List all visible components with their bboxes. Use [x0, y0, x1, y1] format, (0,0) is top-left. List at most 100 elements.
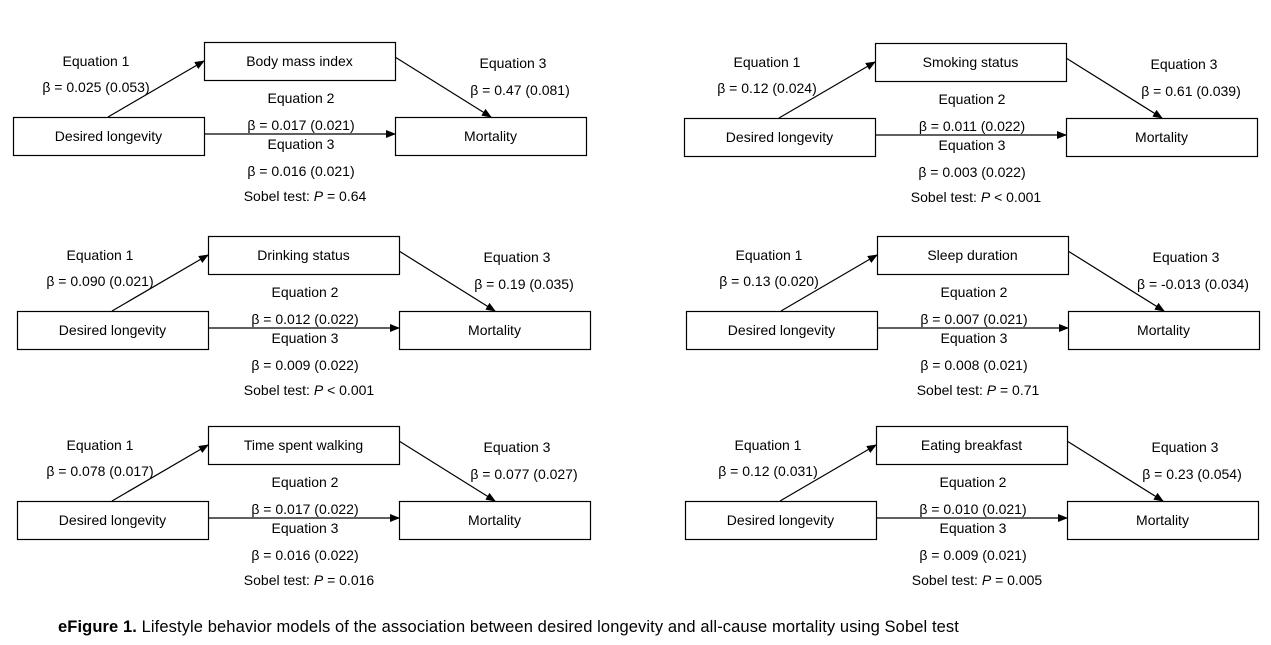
sobel-test: Sobel test: P = 0.71 — [917, 382, 1040, 398]
mediator-box — [874, 42, 1068, 83]
outcome-label: Mortality — [1136, 512, 1189, 528]
equation-3-beta: β = 0.61 (0.039) — [1141, 83, 1241, 99]
path-a-arrow — [780, 254, 878, 312]
sobel-p-symbol: P — [982, 572, 992, 588]
equation-1-beta: β = 0.12 (0.031) — [718, 463, 818, 479]
outcome-box — [1065, 117, 1259, 158]
sobel-p-symbol: P — [314, 382, 324, 398]
exposure-label: Desired longevity — [59, 512, 166, 528]
mediation-panel: Desired longevity Eating breakfastMortali… — [684, 425, 1260, 588]
outcome-box — [398, 500, 592, 541]
equation-1-label: Equation 1 — [67, 247, 134, 263]
sobel-test: Sobel test: P = 0.016 — [244, 572, 375, 588]
equation-3-label: Equation 3 — [484, 249, 551, 265]
equation-3-label: Equation 3 — [1153, 249, 1220, 265]
path-a-arrow — [111, 444, 209, 502]
path-a-arrow — [107, 60, 205, 118]
path-a-arrow — [111, 254, 209, 312]
equation-3-direct-beta: β = 0.008 (0.021) — [920, 357, 1027, 373]
path-b-arrow — [1065, 57, 1163, 119]
sobel-test: Sobel test: P < 0.001 — [244, 382, 375, 398]
equation-2-beta: β = 0.007 (0.021) — [920, 311, 1027, 327]
sobel-value: = 0.71 — [996, 382, 1039, 398]
equation-1-label: Equation 1 — [63, 53, 130, 69]
equation-3-beta: β = 0.47 (0.081) — [470, 82, 570, 98]
exposure-label: Desired longevity — [728, 322, 835, 338]
outcome-label: Mortality — [468, 512, 521, 528]
sobel-value: < 0.001 — [990, 189, 1041, 205]
sobel-p-symbol: P — [987, 382, 997, 398]
equation-2-label: Equation 2 — [272, 284, 339, 300]
equation-3-direct-label: Equation 3 — [941, 330, 1008, 346]
equation-2-label: Equation 2 — [268, 90, 335, 106]
equation-2-beta: β = 0.012 (0.022) — [251, 311, 358, 327]
mediator-label: Eating breakfast — [921, 437, 1022, 453]
sobel-value: = 0.64 — [323, 188, 366, 204]
mediator-label: Sleep duration — [927, 247, 1017, 263]
outcome-label: Mortality — [1135, 129, 1188, 145]
caption-text: Lifestyle behavior models of the associa… — [136, 618, 959, 636]
mediator-label: Time spent walking — [244, 437, 363, 453]
sobel-prefix: Sobel test: — [912, 572, 982, 588]
figure-caption: eFigure 1. Lifestyle behavior models of … — [58, 618, 959, 637]
equation-3-label: Equation 3 — [1151, 56, 1218, 72]
exposure-label: Desired longevity — [726, 129, 833, 145]
equation-3-direct-label: Equation 3 — [272, 520, 339, 536]
mediator-box — [203, 41, 397, 82]
sobel-test: Sobel test: P = 0.005 — [912, 572, 1043, 588]
exposure-box — [16, 500, 210, 541]
outcome-label: Mortality — [464, 128, 517, 144]
mediator-box — [876, 235, 1070, 276]
equation-2-beta: β = 0.011 (0.022) — [919, 118, 1025, 134]
equation-3-label: Equation 3 — [484, 439, 551, 455]
path-a-arrow — [779, 444, 877, 502]
path-b-arrow — [398, 250, 496, 312]
equation-3-direct-beta: β = 0.009 (0.021) — [919, 547, 1026, 563]
sobel-prefix: Sobel test: — [244, 572, 314, 588]
equation-2-label: Equation 2 — [940, 474, 1007, 490]
equation-1-beta: β = 0.090 (0.021) — [46, 273, 153, 289]
mediator-box — [207, 425, 401, 466]
sobel-p-symbol: P — [981, 189, 991, 205]
exposure-label: Desired longevity — [59, 322, 166, 338]
equation-2-label: Equation 2 — [272, 474, 339, 490]
sobel-value: = 0.005 — [991, 572, 1042, 588]
outcome-box — [398, 310, 592, 351]
exposure-box — [16, 310, 210, 351]
equation-1-beta: β = 0.13 (0.020) — [719, 273, 819, 289]
equation-3-direct-beta: β = 0.003 (0.022) — [918, 164, 1025, 180]
equation-3-beta: β = 0.23 (0.054) — [1142, 466, 1242, 482]
equation-2-beta: β = 0.010 (0.021) — [919, 501, 1026, 517]
equation-3-beta: β = -0.013 (0.034) — [1137, 276, 1249, 292]
equation-2-beta: β = 0.017 (0.021) — [247, 117, 354, 133]
exposure-label: Desired longevity — [727, 512, 834, 528]
path-b-arrow — [394, 56, 492, 118]
path-b-arrow — [398, 440, 496, 502]
equation-3-label: Equation 3 — [480, 55, 547, 71]
path-a-arrow — [778, 61, 876, 119]
outcome-box — [1067, 310, 1261, 351]
sobel-prefix: Sobel test: — [244, 382, 314, 398]
mediation-panel: Desired longevity Time spent walkingMorta… — [16, 425, 592, 588]
equation-3-direct-label: Equation 3 — [940, 520, 1007, 536]
sobel-prefix: Sobel test: — [917, 382, 987, 398]
exposure-box — [12, 116, 206, 157]
equation-3-direct-beta: β = 0.016 (0.021) — [247, 163, 354, 179]
outcome-box — [394, 116, 588, 157]
equation-3-direct-label: Equation 3 — [268, 136, 335, 152]
equation-1-label: Equation 1 — [67, 437, 134, 453]
equation-1-label: Equation 1 — [734, 54, 801, 70]
sobel-p-symbol: P — [314, 188, 324, 204]
equation-1-beta: β = 0.12 (0.024) — [717, 80, 817, 96]
equation-3-direct-label: Equation 3 — [939, 137, 1006, 153]
mediator-label: Body mass index — [246, 53, 353, 69]
outcome-label: Mortality — [468, 322, 521, 338]
caption-label: eFigure 1. — [58, 618, 137, 636]
outcome-box — [1066, 500, 1260, 541]
equation-1-label: Equation 1 — [735, 437, 802, 453]
path-b-arrow — [1066, 440, 1164, 502]
equation-3-direct-beta: β = 0.016 (0.022) — [251, 547, 358, 563]
